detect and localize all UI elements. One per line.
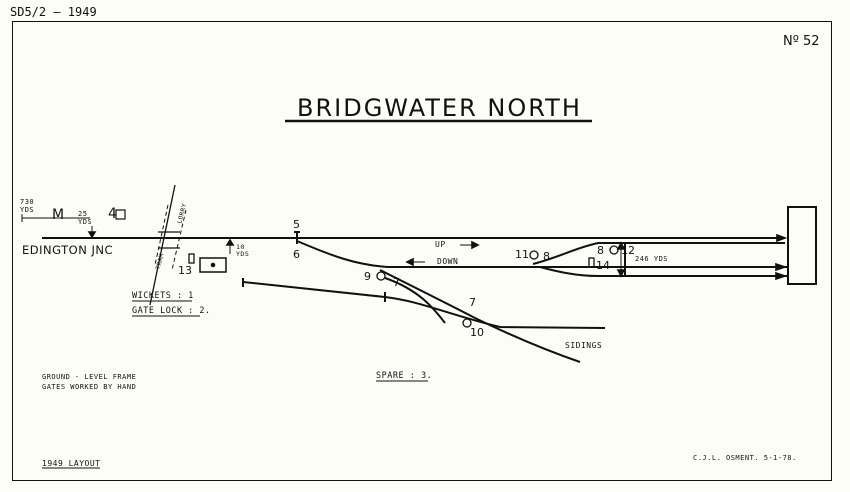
direction-down: DOWN: [437, 257, 459, 266]
distance-10-yds: 10 YDS: [236, 243, 250, 258]
frame-note-2: GATES WORKED BY HAND: [42, 383, 137, 391]
drawing-border: [12, 21, 832, 481]
buffer-stop: [787, 206, 817, 285]
signal-12: 12: [621, 244, 635, 257]
signal-11: 11: [515, 248, 529, 261]
direction-up: UP: [435, 240, 446, 249]
location-edington-jnc: EDINGTON JNC: [22, 243, 113, 257]
crossover-5-6: [296, 240, 389, 268]
signal-5: 5: [293, 218, 300, 231]
siding-line: [242, 281, 606, 329]
signal-7-lower: 7: [469, 296, 476, 309]
post-marker-m: M: [52, 207, 65, 223]
signal-6: 6: [293, 248, 300, 261]
signal-9: 9: [364, 270, 371, 283]
frame-note-1: GROUND - LEVEL FRAME: [42, 373, 137, 381]
signal-13: 13: [178, 264, 192, 277]
gate-lock-count: GATE LOCK : 2.: [132, 306, 211, 316]
signal-4: 4: [108, 206, 117, 222]
author-credit: C.J.L. OSMENT. 5-1-78.: [693, 454, 797, 462]
diagram-title: BRIDGWATER NORTH: [297, 94, 582, 122]
drawing-reference: SD5/2 – 1949: [10, 5, 97, 19]
distance-730-yds: 730 YDS: [20, 198, 35, 214]
ground-frame: [199, 257, 227, 273]
up-arrow-end: [776, 233, 788, 243]
distance-25-yds: 25 YDS: [78, 210, 93, 226]
signal-8-right: 8: [597, 244, 604, 257]
sidings-label: SIDINGS: [565, 341, 603, 350]
diagram-number: Nº 52: [783, 34, 820, 49]
signal-10: 10: [470, 326, 484, 339]
wickets-count: WICKETS : 1: [132, 291, 194, 301]
signal-14: 14: [596, 259, 610, 272]
spare-levers: SPARE : 3.: [376, 371, 433, 381]
layout-year: 1949 LAYOUT: [42, 459, 101, 468]
distance-246-yds: 246 YDS: [635, 255, 669, 263]
signal-7-upper: 7: [393, 276, 400, 289]
signal-8-left: 8: [543, 250, 550, 263]
